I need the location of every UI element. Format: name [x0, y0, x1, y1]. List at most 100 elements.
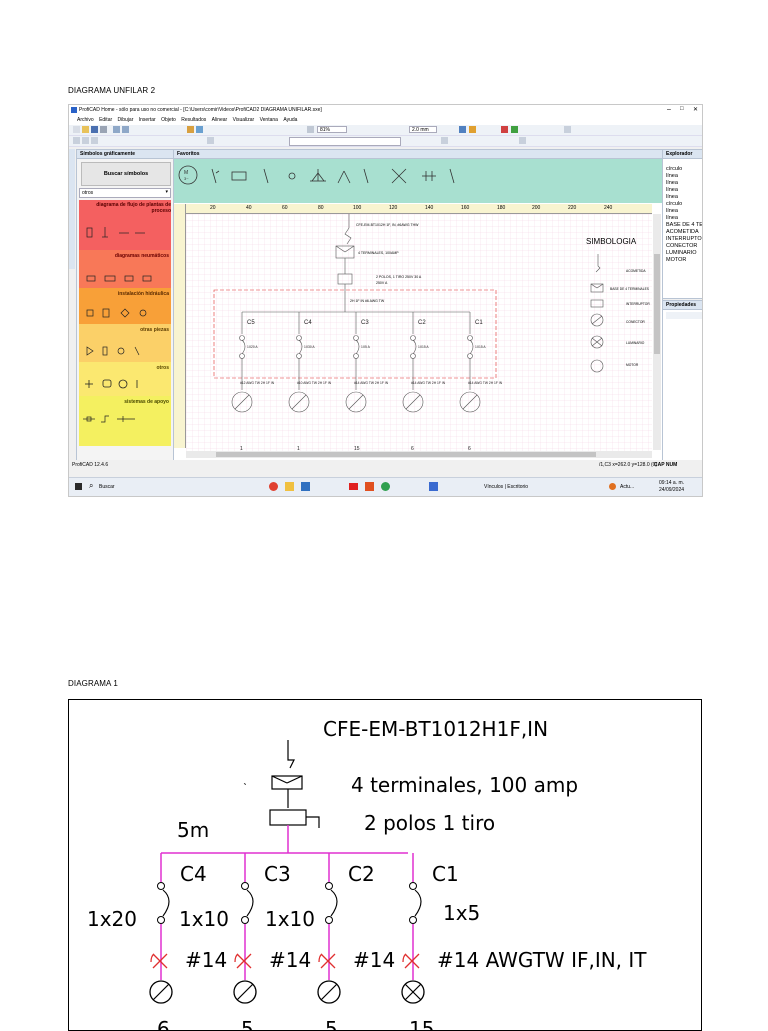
- menu-item[interactable]: Dibujar: [117, 117, 134, 123]
- breaker-contact: [239, 335, 245, 341]
- menu-item[interactable]: Ventana: [259, 117, 278, 123]
- menu-item[interactable]: Visualizar: [232, 117, 255, 123]
- rating-label: 1X20 A: [247, 345, 258, 349]
- explorer-item[interactable]: LUMINARIO: [666, 250, 697, 256]
- explorer-item[interactable]: CONECTOR: [666, 243, 698, 249]
- explorer-item[interactable]: círculo: [666, 166, 683, 172]
- select-tool-icon[interactable]: [73, 137, 80, 144]
- circle-tool-icon[interactable]: [91, 137, 98, 144]
- breaker-contact: [325, 882, 333, 890]
- group-pneumatics[interactable]: diagramas neumáticos: [79, 250, 171, 288]
- text-tool-icon[interactable]: [207, 137, 214, 144]
- proficad-screenshot: ProfiCAD Home - sólo para uso no comerci…: [68, 104, 703, 497]
- layer-icon[interactable]: [469, 126, 476, 133]
- explorer-item[interactable]: círculo: [666, 201, 683, 207]
- group-other-parts[interactable]: otras piezas: [79, 324, 171, 362]
- group-label: sistemas de apoyo: [124, 399, 169, 405]
- explorer-item[interactable]: ACOMETIDA: [666, 229, 699, 235]
- load-symbol: [233, 980, 257, 1004]
- status-bar: ProfiCAD 12.4.6 /1,C3 x=262.0 y=128.0 (0…: [69, 460, 702, 469]
- taskbar-search[interactable]: Buscar: [99, 484, 115, 490]
- settings-icon[interactable]: [564, 126, 571, 133]
- youtube-icon[interactable]: [349, 483, 358, 490]
- open-icon[interactable]: [82, 126, 89, 133]
- redo-icon[interactable]: [122, 126, 129, 133]
- horizontal-ruler: 20 40 60 80 100 120 140 160 180 200 220 …: [186, 204, 652, 214]
- table-icon[interactable]: [519, 137, 526, 144]
- grid-icon[interactable]: [196, 126, 203, 133]
- align-icon[interactable]: [459, 126, 466, 133]
- breaker-contact: [296, 335, 302, 341]
- font-select[interactable]: [289, 137, 401, 146]
- group-process-flow[interactable]: diagrama de flujo de plantas de proceso: [79, 200, 171, 250]
- group-hydraulics[interactable]: instalación hidráulica: [79, 288, 171, 324]
- explorer-item[interactable]: línea: [666, 187, 678, 193]
- search-icon[interactable]: ⌕: [89, 481, 94, 490]
- menu-item[interactable]: Ayuda: [283, 117, 298, 123]
- ruler-mark: 240: [604, 205, 613, 211]
- wire-cross-hook: [150, 953, 155, 963]
- dashed-boundary: [213, 289, 497, 379]
- rating-label: 1x20: [87, 907, 137, 931]
- menu-item[interactable]: Insertar: [138, 117, 156, 123]
- breaker-contact: [241, 882, 249, 890]
- ruler-mark: 220: [568, 205, 577, 211]
- explorer-item[interactable]: INTERRUPTOR: [666, 236, 703, 242]
- start-icon[interactable]: [75, 483, 82, 490]
- bold-icon[interactable]: [441, 137, 448, 144]
- line-tool-icon[interactable]: [82, 137, 89, 144]
- chrome-icon-2[interactable]: [381, 482, 390, 491]
- explorer-item[interactable]: línea: [666, 180, 678, 186]
- base-label: 4 TERMINALES, 100AMP: [358, 251, 399, 255]
- search-symbols-button[interactable]: Buscar símbolos: [81, 162, 171, 186]
- count-label: 6: [468, 446, 471, 452]
- group-support-systems[interactable]: sistemas de apoyo: [79, 396, 171, 446]
- menu-item[interactable]: Resultados: [181, 117, 207, 123]
- breaker-contact: [410, 335, 416, 341]
- bom-icon[interactable]: [501, 126, 508, 133]
- breaker-contact: [157, 916, 165, 924]
- weather-icon: [609, 483, 616, 490]
- feeder-label: 2H 1F IN #6 AWG TW: [350, 299, 385, 303]
- maximize-icon[interactable]: □: [680, 106, 684, 112]
- close-icon[interactable]: ✕: [693, 107, 699, 113]
- explorer-item[interactable]: línea: [666, 208, 678, 214]
- properties-toolbar[interactable]: [666, 312, 702, 319]
- canvas-horizontal-scrollbar[interactable]: [186, 451, 652, 458]
- office-icon[interactable]: [365, 482, 374, 491]
- explorer-item[interactable]: línea: [666, 215, 678, 221]
- circuit-label: C3: [361, 320, 369, 326]
- symbols-filter-select[interactable]: otros ▾: [79, 188, 171, 198]
- menu-item[interactable]: Editar: [99, 117, 113, 123]
- explorer-item[interactable]: BASE DE 4 TERMI: [666, 222, 703, 228]
- print-icon[interactable]: [100, 126, 107, 133]
- explorer-item[interactable]: línea: [666, 173, 678, 179]
- export-icon[interactable]: [511, 126, 518, 133]
- color-icon[interactable]: [187, 126, 194, 133]
- zoom-icon[interactable]: [307, 126, 314, 133]
- breaker-contact: [467, 335, 473, 341]
- drawing-canvas[interactable]: CFE-EM-BT1012H 1F, IN, #6AWG THW 4 TERMI…: [186, 214, 652, 458]
- breaker-arc: [298, 339, 303, 355]
- zoom-select[interactable]: 81%: [317, 126, 347, 133]
- canvas-vertical-scrollbar[interactable]: [653, 214, 661, 450]
- explorer-item[interactable]: línea: [666, 194, 678, 200]
- files-icon[interactable]: [285, 482, 294, 491]
- undo-icon[interactable]: [113, 126, 120, 133]
- app-icon: [71, 107, 77, 113]
- explorer-item[interactable]: MOTOR: [666, 257, 687, 263]
- chevron-down-icon: ▾: [165, 189, 168, 195]
- new-file-icon[interactable]: [73, 126, 80, 133]
- menu-item[interactable]: Objeto: [161, 117, 176, 123]
- minimize-icon[interactable]: –: [667, 106, 671, 113]
- chrome-icon[interactable]: [269, 482, 278, 491]
- proficad-icon[interactable]: [429, 482, 438, 491]
- line-width-select[interactable]: 2.0 mm: [409, 126, 437, 133]
- explorer-title: Explorador: [663, 150, 702, 159]
- menu-item[interactable]: Archivo: [77, 117, 94, 123]
- save-icon[interactable]: [91, 126, 98, 133]
- group-others[interactable]: otros: [79, 362, 171, 396]
- menu-item[interactable]: Alinear: [211, 117, 228, 123]
- rating-label: 1x10: [179, 907, 229, 931]
- store-icon[interactable]: [301, 482, 310, 491]
